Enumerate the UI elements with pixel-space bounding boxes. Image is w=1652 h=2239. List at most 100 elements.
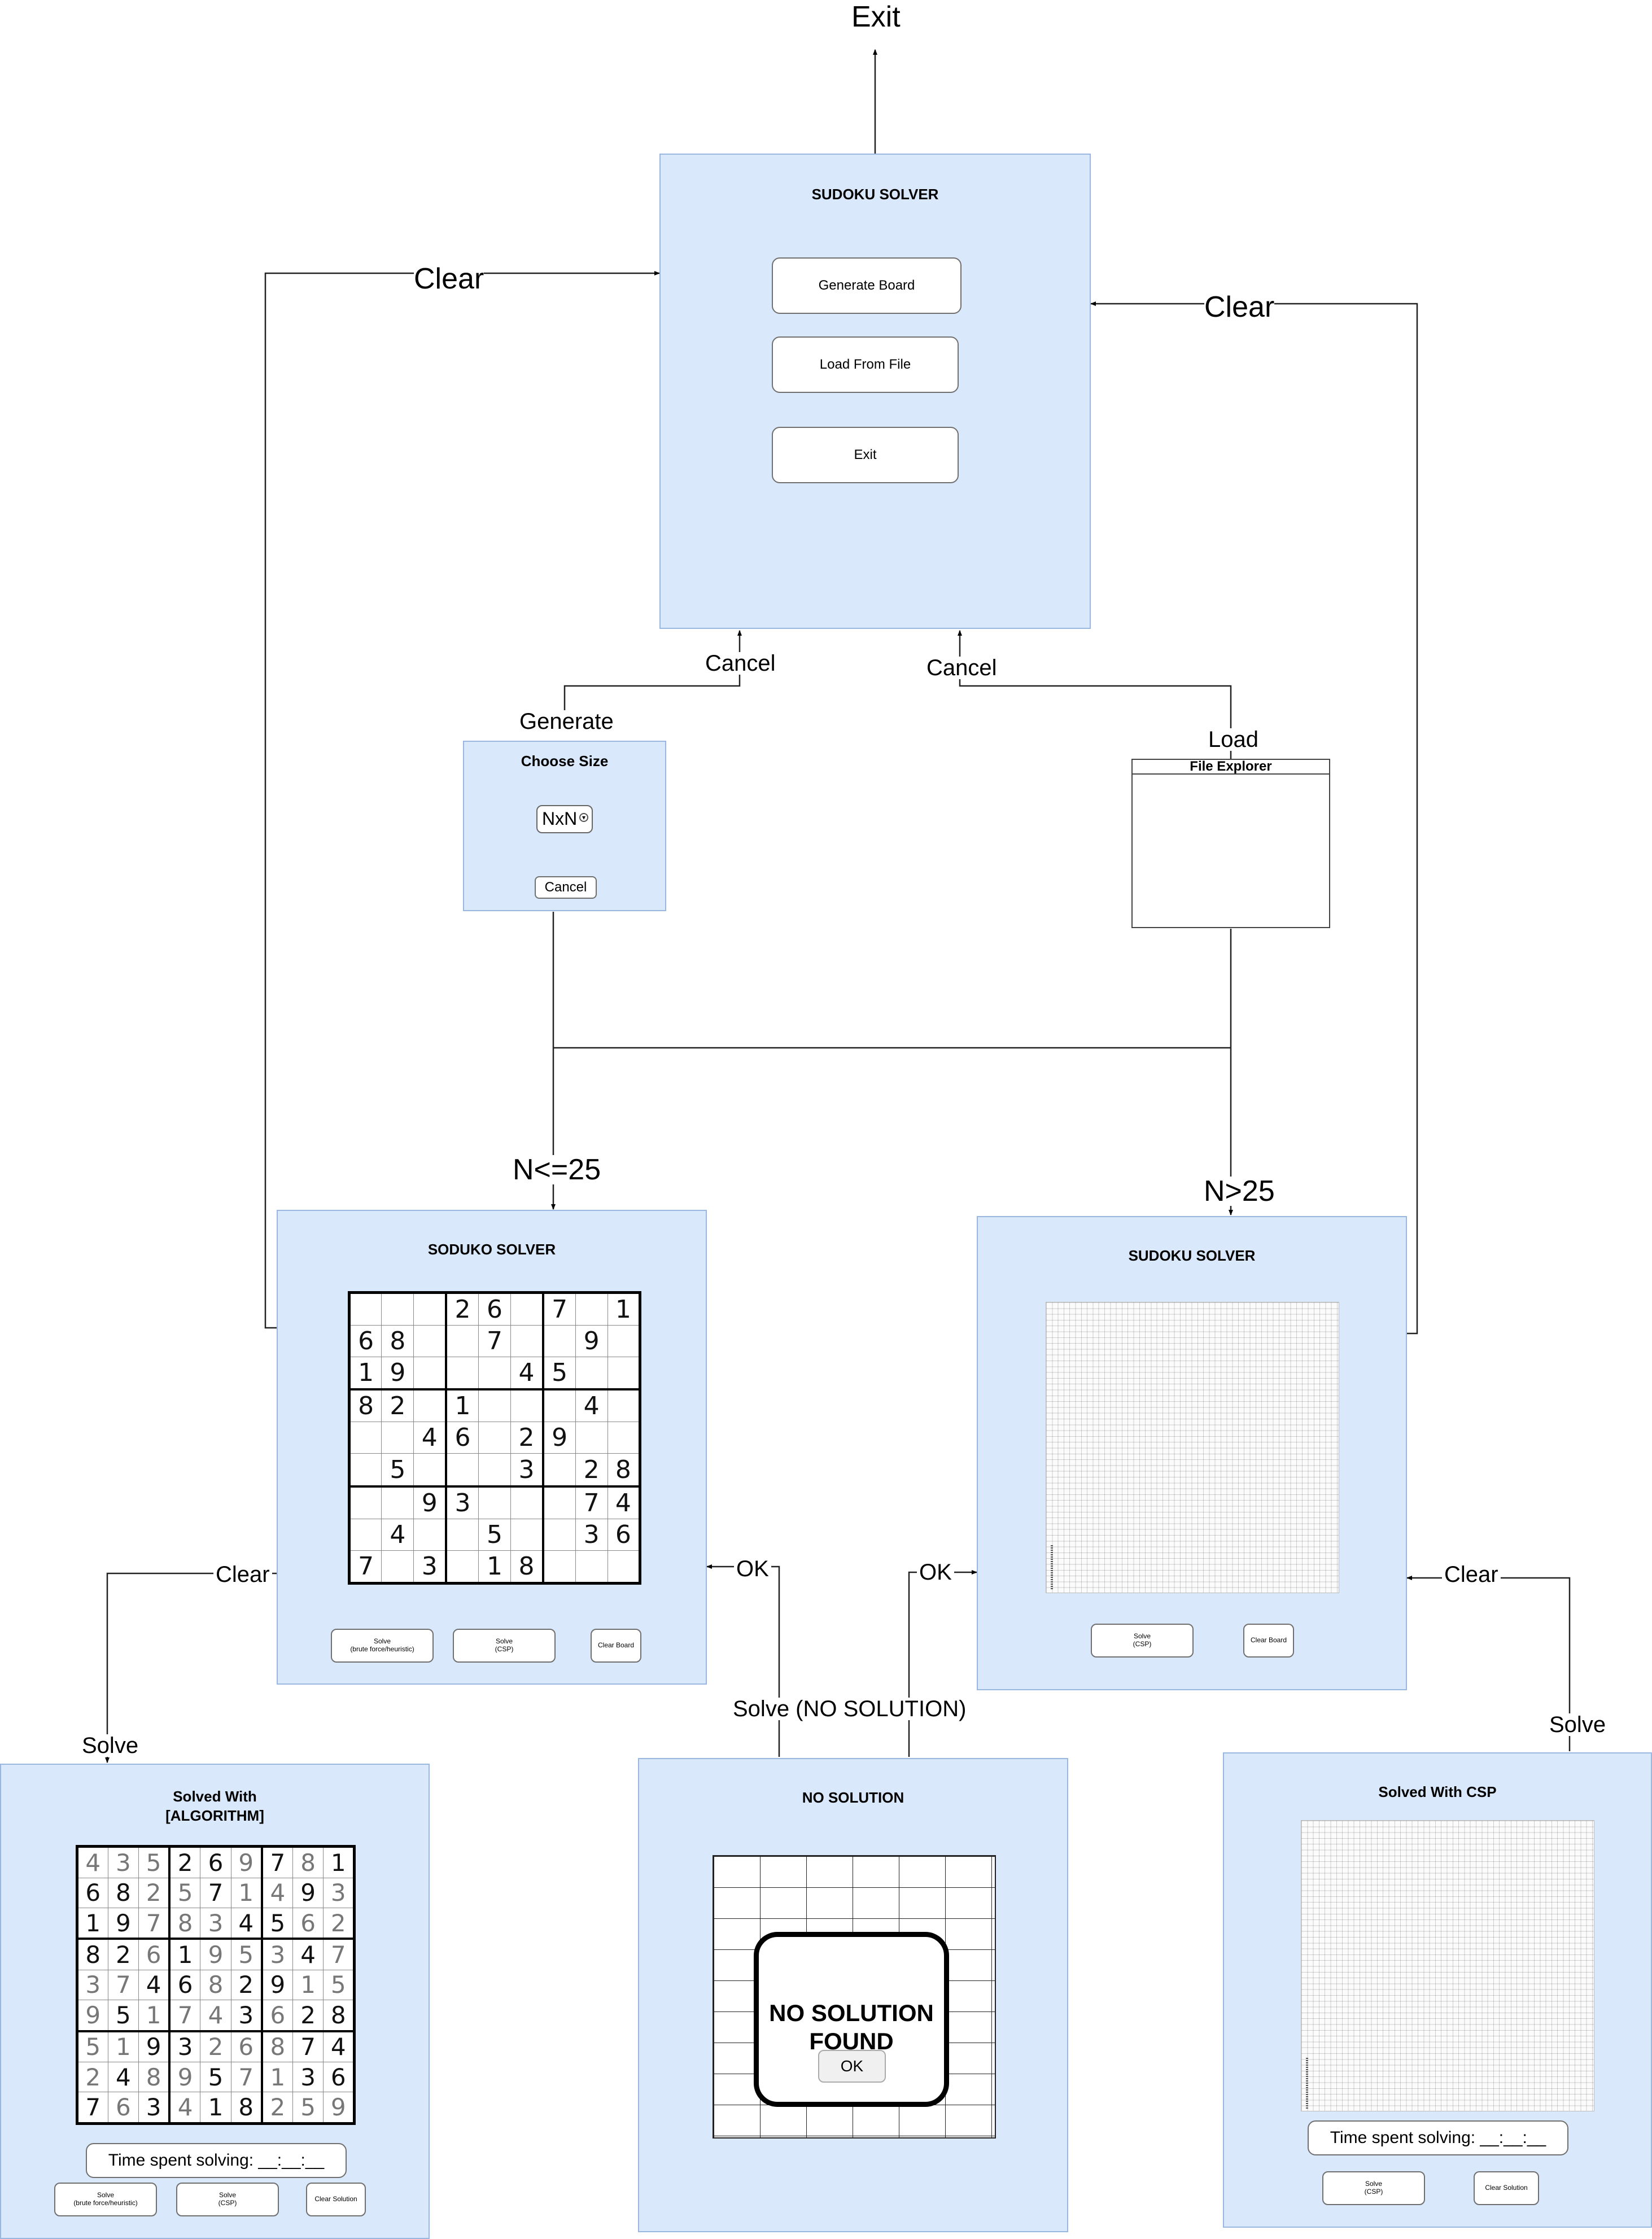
sudoku-cell[interactable]: 5 xyxy=(138,1846,170,1878)
sudoku-cell[interactable]: 9 xyxy=(292,1877,324,1908)
solved-solve-csp-button[interactable]: Solve (CSP) xyxy=(176,2183,279,2216)
sudoku-cell[interactable] xyxy=(510,1485,544,1519)
sudoku-cell[interactable]: 8 xyxy=(260,2030,293,2063)
sudoku-cell[interactable] xyxy=(381,1485,414,1519)
sudoku-cell[interactable]: 9 xyxy=(168,2062,201,2093)
sudoku-cell[interactable]: 6 xyxy=(292,1907,324,1939)
sudoku-cell[interactable]: 3 xyxy=(413,1550,447,1584)
large-sudoku-board[interactable] xyxy=(1046,1302,1339,1593)
sudoku-cell[interactable] xyxy=(348,1422,382,1454)
sudoku-cell[interactable]: 3 xyxy=(323,1877,355,1908)
sudoku-cell[interactable]: 9 xyxy=(323,2092,355,2124)
sudoku-cell[interactable]: 2 xyxy=(445,1292,479,1326)
sudoku-cell[interactable] xyxy=(607,1388,641,1423)
sudoku-cell[interactable]: 4 xyxy=(510,1357,544,1390)
clear-board-button[interactable]: Clear Board xyxy=(591,1629,641,1663)
sudoku-cell[interactable] xyxy=(413,1518,447,1551)
sudoku-cell[interactable] xyxy=(348,1292,382,1326)
sudoku-cell[interactable]: 9 xyxy=(260,1969,293,2001)
sudoku-cell[interactable]: 3 xyxy=(77,1969,108,2001)
sudoku-cell[interactable] xyxy=(381,1422,414,1454)
sudoku-cell[interactable] xyxy=(510,1388,544,1423)
sudoku-cell[interactable]: 4 xyxy=(260,1877,293,1908)
big-solve-csp-button[interactable]: Solve (CSP) xyxy=(1091,1624,1194,1658)
sudoku-cell[interactable]: 4 xyxy=(292,1938,324,1970)
sudoku-cell[interactable] xyxy=(445,1325,479,1358)
sudoku-cell[interactable]: 6 xyxy=(478,1292,512,1326)
sudoku-cell[interactable]: 1 xyxy=(445,1388,479,1423)
sudoku-cell[interactable]: 3 xyxy=(510,1453,544,1487)
sudoku-cell[interactable]: 5 xyxy=(77,2030,108,2063)
sudoku-cell[interactable] xyxy=(381,1550,414,1584)
sudoku-cell[interactable] xyxy=(445,1550,479,1584)
sudoku-cell[interactable] xyxy=(348,1453,382,1487)
sudoku-cell[interactable]: 2 xyxy=(200,2030,231,2063)
sudoku-cell[interactable]: 9 xyxy=(541,1422,576,1454)
sudoku-cell[interactable]: 9 xyxy=(413,1485,447,1519)
sudoku-cell[interactable]: 4 xyxy=(200,2000,231,2032)
sudoku-cell[interactable] xyxy=(607,1357,641,1390)
sudoku-cell[interactable]: 9 xyxy=(107,1907,139,1939)
sudoku-cell[interactable]: 1 xyxy=(230,1877,263,1908)
sudoku-cell[interactable]: 3 xyxy=(575,1518,608,1551)
sudoku-cell[interactable]: 5 xyxy=(478,1518,512,1551)
sudoku-cell[interactable]: 6 xyxy=(445,1422,479,1454)
sudoku-cell[interactable]: 2 xyxy=(77,2062,108,2093)
file-explorer-window[interactable]: File Explorer xyxy=(1131,759,1330,928)
sudoku-cell[interactable]: 3 xyxy=(292,2062,324,2093)
sudoku-cell[interactable]: 7 xyxy=(478,1325,512,1358)
sudoku-cell[interactable]: 9 xyxy=(230,1846,263,1878)
sudoku-cell[interactable]: 7 xyxy=(348,1550,382,1584)
sudoku-cell[interactable]: 6 xyxy=(323,2062,355,2093)
no-solution-ok-button[interactable]: OK xyxy=(818,2050,886,2083)
sudoku-cell[interactable]: 9 xyxy=(138,2030,170,2063)
sudoku-cell[interactable]: 6 xyxy=(77,1877,108,1908)
sudoku-cell[interactable] xyxy=(575,1550,608,1584)
sudoku-cell[interactable]: 5 xyxy=(381,1453,414,1487)
sudoku-cell[interactable]: 1 xyxy=(607,1292,641,1326)
sudoku-cell[interactable]: 8 xyxy=(200,1969,231,2001)
sudoku-cell[interactable]: 9 xyxy=(77,2000,108,2032)
sudoku-cell[interactable]: 7 xyxy=(77,2092,108,2124)
sudoku-cell[interactable]: 2 xyxy=(323,1907,355,1939)
sudoku-cell[interactable] xyxy=(478,1453,512,1487)
sudoku-cell[interactable]: 1 xyxy=(107,2030,139,2063)
load-from-file-button[interactable]: Load From File xyxy=(772,336,959,393)
sudoku-cell[interactable]: 1 xyxy=(323,1846,355,1878)
sudoku-cell[interactable]: 2 xyxy=(575,1453,608,1487)
sudoku-cell[interactable]: 8 xyxy=(348,1388,382,1423)
sudoku-cell[interactable] xyxy=(348,1518,382,1551)
sudoku-cell[interactable]: 8 xyxy=(607,1453,641,1487)
sudoku-cell[interactable]: 1 xyxy=(77,1907,108,1939)
sudoku-cell[interactable] xyxy=(478,1422,512,1454)
sudoku-cell[interactable]: 4 xyxy=(575,1388,608,1423)
solve-csp-button[interactable]: Solve (CSP) xyxy=(453,1629,556,1663)
sudoku-cell[interactable]: 2 xyxy=(292,2000,324,2032)
sudoku-cell[interactable]: 5 xyxy=(260,1907,293,1939)
solved-solve-brute-button[interactable]: Solve (brute force/heuristic) xyxy=(54,2183,157,2216)
sudoku-cell[interactable] xyxy=(575,1292,608,1326)
sudoku-cell[interactable]: 1 xyxy=(478,1550,512,1584)
sudoku-cell[interactable]: 3 xyxy=(107,1846,139,1878)
sudoku-cell[interactable] xyxy=(413,1453,447,1487)
sudoku-cell[interactable] xyxy=(510,1325,544,1358)
sudoku-cell[interactable] xyxy=(413,1388,447,1423)
sudoku-cell[interactable]: 6 xyxy=(138,1938,170,1970)
sudoku-cell[interactable] xyxy=(541,1325,576,1358)
sudoku-cell[interactable]: 7 xyxy=(575,1485,608,1519)
sudoku-cell[interactable]: 3 xyxy=(168,2030,201,2063)
solved-csp-solve-button[interactable]: Solve (CSP) xyxy=(1322,2171,1425,2205)
size-select[interactable]: NxN ▾ xyxy=(536,805,593,833)
sudoku-cell[interactable]: 7 xyxy=(541,1292,576,1326)
sudoku-cell[interactable]: 5 xyxy=(292,2092,324,2124)
sudoku-cell[interactable]: 5 xyxy=(168,1877,201,1908)
sudoku-cell[interactable]: 8 xyxy=(323,2000,355,2032)
sudoku-cell[interactable] xyxy=(445,1453,479,1487)
sudoku-cell[interactable] xyxy=(381,1292,414,1326)
sudoku-cell[interactable]: 3 xyxy=(200,1907,231,1939)
solve-brute-force-button[interactable]: Solve (brute force/heuristic) xyxy=(331,1629,434,1663)
sudoku-cell[interactable]: 3 xyxy=(445,1485,479,1519)
sudoku-cell[interactable]: 2 xyxy=(510,1422,544,1454)
sudoku-cell[interactable]: 1 xyxy=(348,1357,382,1390)
sudoku-cell[interactable]: 2 xyxy=(230,1969,263,2001)
